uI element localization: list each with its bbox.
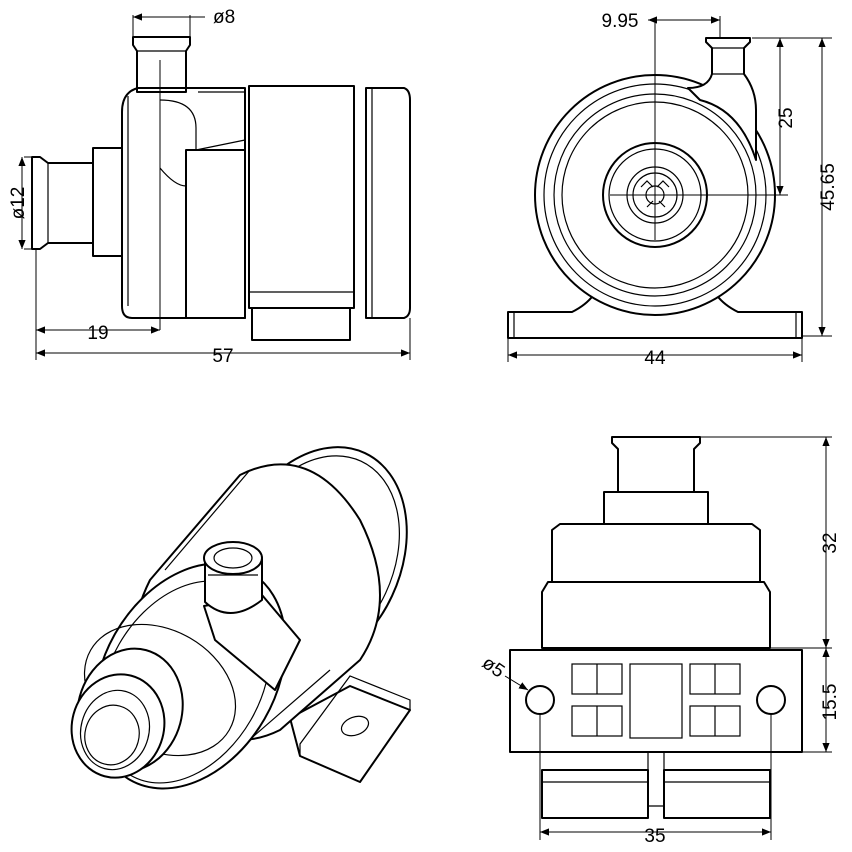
dim-side-total-length: 57	[212, 346, 233, 367]
dim-front-base-width: 44	[644, 348, 666, 369]
dim-side-inlet-diameter: ø12	[8, 187, 29, 220]
dim-bottom-flange-height: 15.5	[820, 684, 841, 721]
dim-side-inlet-offset: 19	[87, 323, 108, 344]
dim-front-total-height: 45.65	[818, 163, 839, 211]
dim-bottom-hole-diameter: ø5	[478, 653, 508, 683]
front-view: 9.95 25 45.65 44	[507, 11, 839, 369]
side-view: ø8 ø12 19 57	[8, 7, 411, 367]
dim-front-outlet-offset: 9.95	[602, 11, 639, 32]
dim-bottom-hole-spacing: 35	[644, 826, 665, 847]
isometric-view	[70, 446, 411, 790]
dim-front-outlet-height: 25	[776, 107, 797, 128]
dim-side-outlet-diameter: ø8	[213, 7, 235, 28]
bottom-view: 32 15.5 35 ø5	[478, 436, 841, 847]
dim-bottom-height: 32	[820, 532, 841, 553]
